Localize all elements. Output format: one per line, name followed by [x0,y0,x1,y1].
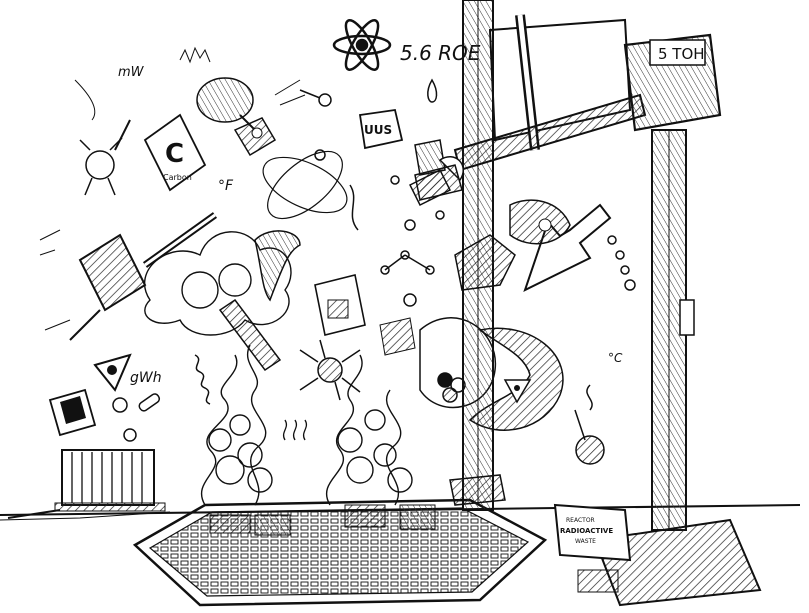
brain-bulb [196,77,256,131]
lightbulb [574,384,605,465]
fahrenheit-label: °F [218,178,234,194]
heat-waves [282,419,308,441]
atom-icon [332,19,392,71]
carbon-card-letter: C [165,139,184,169]
document-card [314,274,416,356]
gantry-tag: 5 TOH [658,45,705,63]
radiator [7,449,166,519]
black-card [48,388,97,437]
radioactive-box: REACTOR RADIOACTIVE WASTE [553,503,632,593]
celsius-label: °C [608,351,623,365]
falling-machine [69,212,218,341]
coil [194,354,211,405]
spider-bug [299,339,361,401]
radioactive-box-line1: REACTOR [566,517,595,524]
orbit-sketch [262,150,348,220]
smoke-plumes [143,231,413,506]
mushroom-object [254,230,301,302]
carbon-card: C Carbon [143,113,207,192]
radioactive-box-line2: RADIOACTIVE [560,527,613,535]
drop-icon [427,78,438,103]
pills [112,393,161,442]
radioactive-box-line3: WASTE [575,538,596,545]
warning-triangle [93,353,132,392]
mw-label: mW [118,65,145,80]
uus-box: UUS [358,108,404,150]
gantry-crane [414,0,762,607]
flying-robot [79,119,131,196]
keyboard-platform [132,498,548,607]
bolts [299,89,445,307]
small-cube [233,117,277,157]
uus-box-label: UUS [364,123,392,137]
hand-object [509,199,571,245]
carbon-card-caption: Carbon [163,173,192,182]
molecule-cluster [419,317,496,409]
gwh-label: gWh [130,370,162,386]
drill [218,298,282,372]
chain [607,235,636,291]
scribbles [39,46,306,331]
